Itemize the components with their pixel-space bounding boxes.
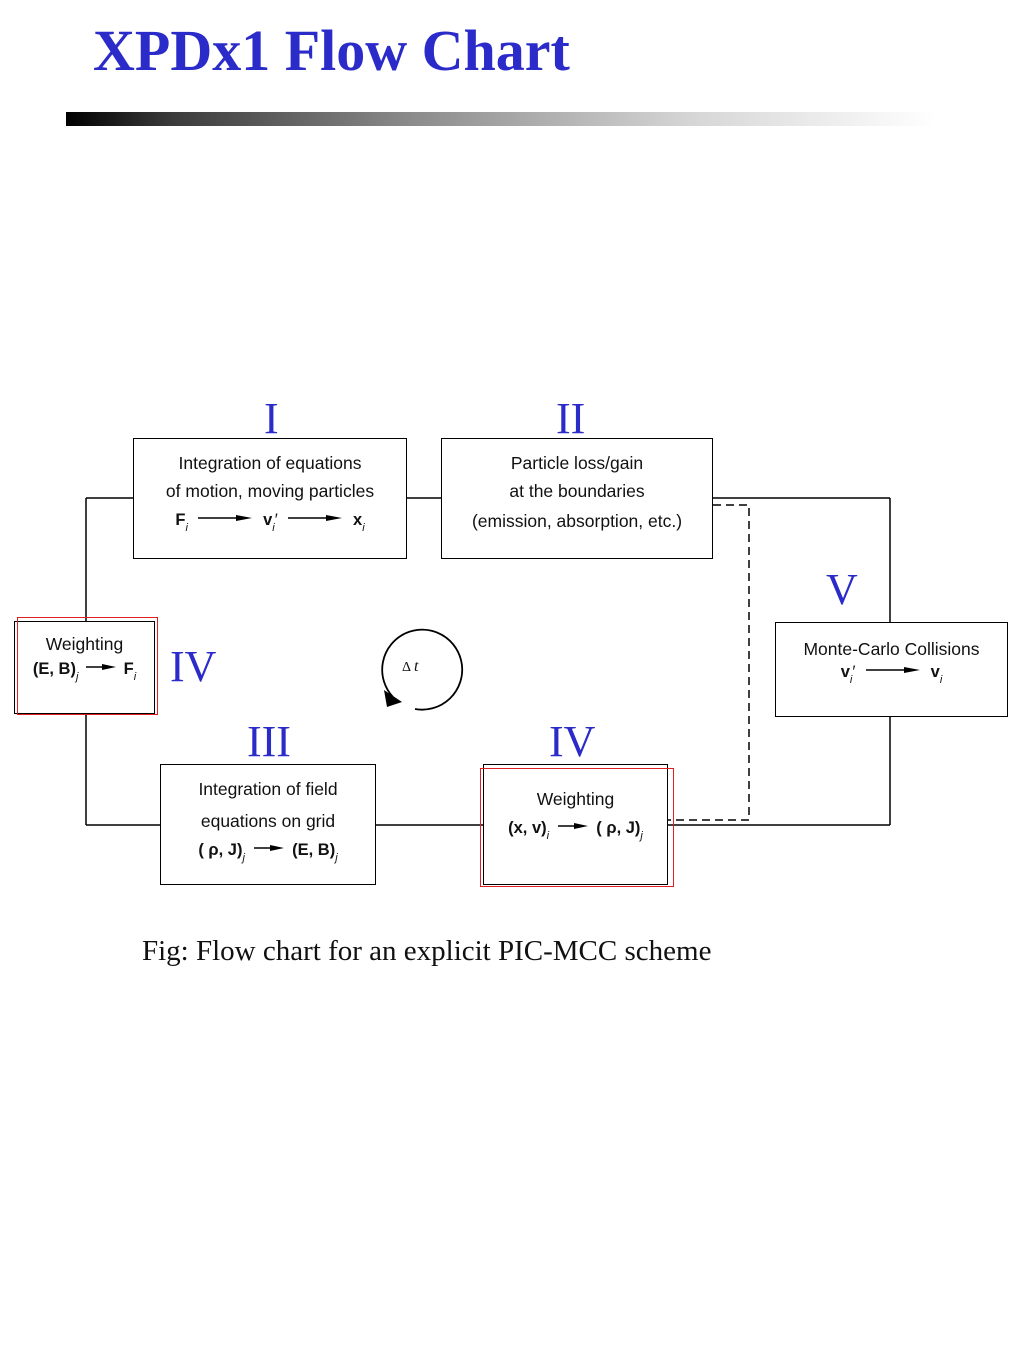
field-formula: ( ρ, J)j (E, B)j (198, 841, 338, 864)
box-weighting-left: Weighting (E, B)j Fi (14, 621, 155, 714)
weight-left-formula: (E, B)j Fi (32, 660, 137, 683)
label-IV-left: IV (170, 642, 217, 691)
highlight-weighting-left (17, 617, 158, 715)
page-title: XPDx1 Flow Chart (93, 18, 570, 83)
arrow-icon (288, 515, 343, 521)
arrow-icon (866, 667, 921, 673)
mcc-line1: Monte-Carlo Collisions (803, 639, 980, 659)
highlight-weighting-bottom (480, 768, 674, 887)
title-gradient-rule (66, 112, 936, 126)
label-V: V (826, 565, 858, 614)
label-III: III (247, 717, 291, 766)
box-boundary: Particle loss/gain at the boundaries (em… (441, 438, 713, 559)
motion-line1: Integration of equations (178, 453, 362, 473)
boundary-line3: (emission, absorption, etc.) (471, 511, 683, 531)
weight-bottom-line1: Weighting (536, 789, 615, 809)
boundary-line1: Particle loss/gain (510, 453, 644, 473)
field-line1: Integration of field (198, 779, 338, 799)
label-I: I (264, 394, 279, 443)
weight-left-line1: Weighting (45, 634, 124, 654)
arrow-icon (253, 845, 284, 851)
motion-formula: Fi vi′ xi (175, 511, 365, 534)
box-field-integration: Integration of field equations on grid (… (160, 764, 376, 885)
box-motion-integration: Integration of equations of motion, movi… (133, 438, 407, 559)
mcc-formula: vi′ vi (840, 663, 943, 686)
timestep-arrowhead (384, 690, 402, 707)
weight-bottom-formula: (x, v)i ( ρ, J)j (508, 819, 643, 842)
timestep-cycle-arrow (381, 628, 464, 711)
arrow-icon (557, 823, 588, 829)
label-IV-bottom: IV (549, 717, 596, 766)
dashed-connector (668, 504, 750, 821)
boundary-line2: at the boundaries (509, 481, 645, 501)
field-line2: equations on grid (200, 811, 336, 831)
box-monte-carlo: Monte-Carlo Collisions vi′ vi (775, 622, 1008, 717)
label-II: II (556, 394, 586, 443)
arrow-icon (198, 515, 253, 521)
box-weighting-bottom: Weighting (x, v)i ( ρ, J)j (483, 764, 668, 885)
figure-caption: Fig: Flow chart for an explicit PIC-MCC … (142, 935, 712, 967)
arrow-icon (86, 664, 116, 670)
motion-line2: of motion, moving particles (165, 481, 375, 501)
